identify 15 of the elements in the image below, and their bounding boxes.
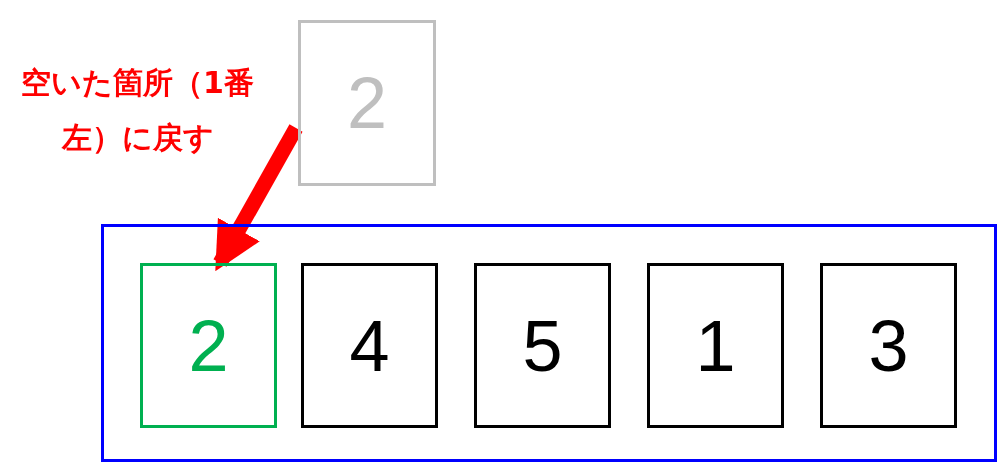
number-box — [140, 263, 277, 428]
annotation-text: 空いた箇所（1番左）に戻す — [20, 64, 255, 157]
container-box — [101, 224, 997, 462]
number-text: 4 — [349, 309, 390, 382]
arrow — [213, 124, 303, 272]
number-text: 1 — [695, 309, 736, 382]
number-text: 5 — [522, 309, 563, 382]
number-box — [820, 263, 957, 428]
number-text: 2 — [188, 309, 229, 382]
number-box — [647, 263, 784, 428]
number-text: 3 — [868, 309, 909, 382]
number-box — [474, 263, 611, 428]
number-text: 2 — [346, 67, 387, 139]
number-box — [301, 263, 438, 428]
number-box — [298, 20, 436, 186]
